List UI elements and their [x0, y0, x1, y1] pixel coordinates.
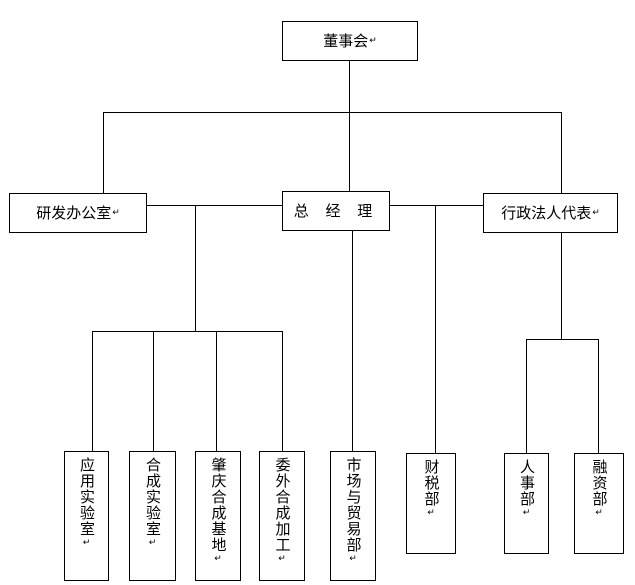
node-rnd-office-label: 研发办公室 — [36, 203, 112, 222]
node-app-lab: 应用实验室 ↵ — [64, 451, 109, 581]
node-hr-label: 人事部 — [518, 459, 536, 507]
node-market-trade-label: 市场与贸易部 — [344, 457, 363, 553]
paragraph-mark: ↵ — [369, 35, 377, 46]
node-board: 董事会↵ — [282, 21, 418, 61]
paragraph-mark: ↵ — [214, 554, 222, 564]
paragraph-mark: ↵ — [82, 538, 91, 548]
node-financing: 融资部 ↵ — [574, 453, 624, 554]
paragraph-mark: ↵ — [427, 508, 435, 518]
node-market-trade: 市场与贸易部 ↵ — [330, 451, 376, 581]
node-rnd-office: 研发办公室↵ — [9, 193, 147, 233]
paragraph-mark: ↵ — [112, 207, 120, 218]
node-hr: 人事部 ↵ — [504, 453, 549, 554]
paragraph-mark: ↵ — [278, 554, 286, 564]
node-general-manager: 总 经 理 — [282, 191, 390, 231]
node-synthesis-lab: 合成实验室 ↵ — [129, 451, 176, 581]
node-general-manager-label: 总 经 理 — [293, 201, 379, 220]
node-legal-rep: 行政法人代表↵ — [483, 193, 618, 233]
node-finance-tax: 财税部 ↵ — [406, 453, 456, 554]
node-app-lab-label: 应用实验室 — [78, 457, 96, 537]
node-board-label: 董事会 — [323, 31, 369, 50]
paragraph-mark: ↵ — [349, 554, 357, 564]
node-zhaoqing-base: 肇庆合成基地 ↵ — [195, 451, 241, 581]
node-zhaoqing-base-label: 肇庆合成基地 — [209, 457, 228, 553]
node-legal-rep-label: 行政法人代表 — [501, 203, 592, 222]
node-outsourced-label: 委外合成加工 — [273, 457, 292, 553]
paragraph-mark: ↵ — [595, 508, 603, 518]
node-financing-label: 融资部 — [590, 459, 609, 507]
paragraph-mark: ↵ — [522, 508, 531, 518]
node-finance-tax-label: 财税部 — [422, 459, 441, 507]
paragraph-mark: ↵ — [148, 538, 157, 548]
node-synthesis-lab-label: 合成实验室 — [144, 457, 162, 537]
node-outsourced: 委外合成加工 ↵ — [259, 451, 305, 581]
paragraph-mark: ↵ — [592, 207, 600, 218]
